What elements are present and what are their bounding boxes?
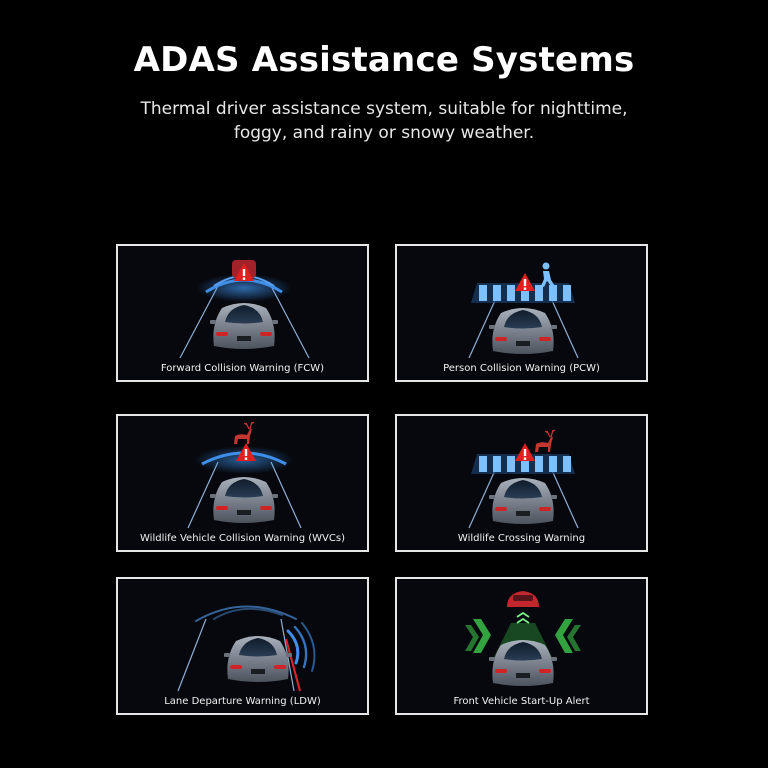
- departure-line: [284, 638, 302, 692]
- pcw-illustration: [468, 262, 579, 359]
- ego-car-icon: [224, 636, 292, 682]
- ego-car-icon: [489, 478, 557, 524]
- feature-panel-pcw: Person Collision Warning (PCW): [395, 244, 648, 382]
- panel-caption: Wildlife Vehicle Collision Warning (WVCs…: [140, 533, 345, 544]
- pedestrian-icon: [541, 262, 555, 287]
- panel-caption: Wildlife Crossing Warning: [457, 533, 586, 544]
- page-subtitle: Thermal driver assistance system, suitab…: [140, 99, 628, 143]
- warning-triangle-icon: [515, 273, 535, 291]
- warning-triangle-icon: [515, 443, 535, 461]
- ego-car-icon: [210, 303, 278, 349]
- ego-car-icon: [210, 477, 278, 523]
- page-title: ADAS Assistance Systems: [133, 40, 635, 80]
- wvcs-illustration: [187, 421, 302, 529]
- wildlife-crossing-illustration: [468, 429, 579, 529]
- deer-icon: [534, 429, 556, 453]
- feature-panel-wvcs: Wildlife Vehicle Collision Warning (WVCs…: [116, 414, 369, 552]
- panel-caption: Front Vehicle Start-Up Alert: [453, 696, 590, 707]
- lane-arrow-left-icon: [465, 619, 491, 653]
- feature-panel-wildlife-crossing: Wildlife Crossing Warning: [395, 414, 648, 552]
- deer-icon: [233, 421, 255, 445]
- panel-caption: Forward Collision Warning (FCW): [160, 363, 325, 374]
- radar-arc-icon: [195, 605, 316, 672]
- feature-panel-fcw: Forward Collision Warning (FCW): [116, 244, 369, 382]
- feature-panel-start-up-alert: Front Vehicle Start-Up Alert: [395, 577, 648, 715]
- lane-arrow-right-icon: [555, 619, 581, 653]
- ego-car-icon: [489, 308, 557, 354]
- ldw-illustration: [177, 605, 316, 692]
- panel-caption: Person Collision Warning (PCW): [443, 363, 600, 374]
- panel-caption: Lane Departure Warning (LDW): [164, 696, 321, 707]
- lead-vehicle-icon: [507, 591, 539, 607]
- start-up-alert-illustration: [465, 591, 581, 686]
- fcw-illustration: [179, 260, 310, 359]
- feature-panel-ldw: Lane Departure Warning (LDW): [116, 577, 369, 715]
